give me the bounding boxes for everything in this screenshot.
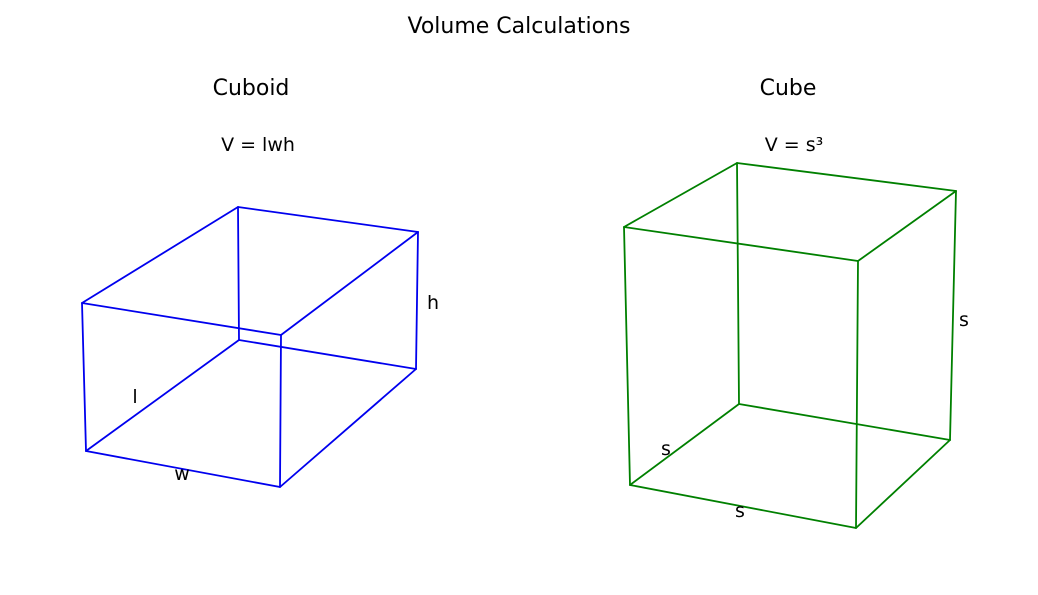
cuboid-length-label: l [132,386,137,408]
cube-title: Cube [760,76,817,101]
cube-edge [623,226,631,486]
cube-edge [949,190,957,441]
cuboid-width-label: w [174,463,190,485]
cuboid-edge [279,368,417,488]
cube-edge [738,403,951,441]
cuboid-edge [280,231,419,336]
cuboid-edge [81,302,282,336]
cube-height-label: s [959,309,969,331]
cuboid-title: Cuboid [213,76,290,101]
cube-edge [629,484,857,529]
cube-edge [855,260,859,529]
cuboid-edge [279,334,282,488]
cuboid-formula: V = lwh [221,134,295,156]
cuboid-edge [85,450,281,488]
cuboid-height-label: h [427,292,439,314]
figure-title: Volume Calculations [407,14,630,39]
cuboid-edge [81,206,239,304]
cube-formula: V = s³ [765,134,824,156]
cube-length-label: s [661,438,671,460]
cuboid-edge [237,206,419,233]
cuboid-wireframe [81,206,419,488]
cube-edge [623,226,859,262]
cube-edge [736,162,957,192]
cuboid-edge [237,206,240,341]
cube-panel: Cube V = s³ s s s [623,76,969,529]
cube-edge [855,439,951,529]
cube-edge [629,403,740,486]
cuboid-edge [81,302,87,452]
cube-edge [623,162,738,228]
cube-width-label: s [735,500,745,522]
cuboid-edge [85,339,240,452]
cuboid-edge [415,231,419,370]
cube-edge [736,162,740,405]
cube-edge [857,190,957,262]
cube-wireframe [623,162,957,529]
cuboid-edge [238,339,417,370]
cuboid-panel: Cuboid V = lwh l w h [81,76,439,488]
